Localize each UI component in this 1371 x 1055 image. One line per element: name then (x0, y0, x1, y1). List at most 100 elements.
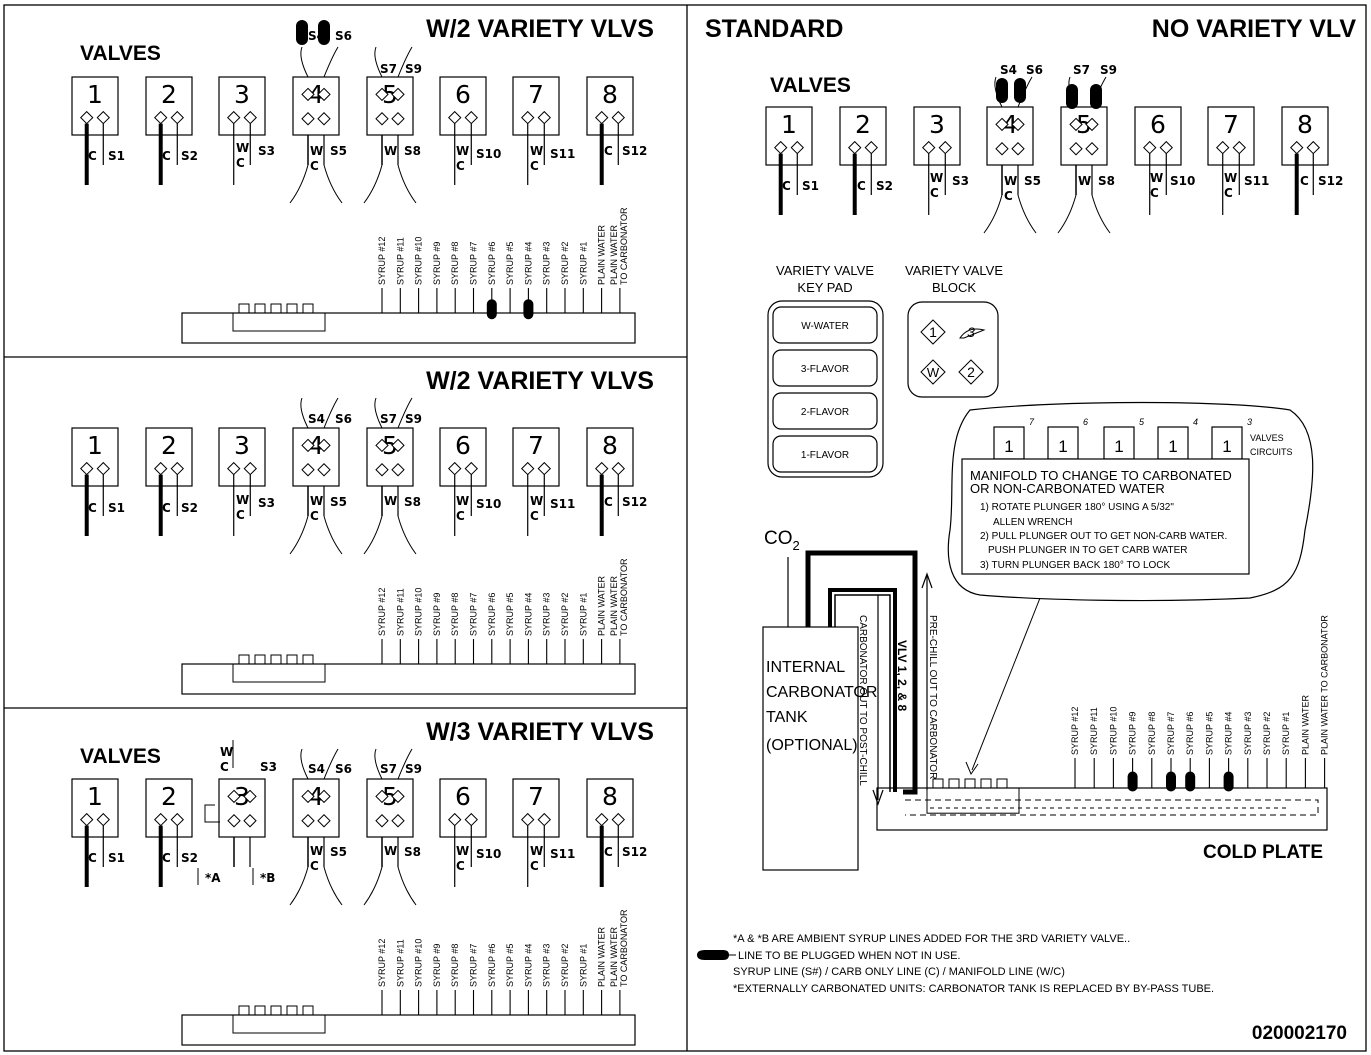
line-label-c: C (604, 495, 613, 509)
right-title-left: STANDARD (705, 15, 843, 43)
line-label-s9: S9 (405, 62, 422, 76)
syrup-column-label: SYRUP #8 (450, 944, 460, 987)
note-2: LINE TO BE PLUGGED WHEN NOT IN USE. (738, 950, 961, 962)
line-label-c: C (162, 851, 171, 865)
syrup-column-label: PLAIN WATER (1300, 694, 1310, 755)
syrup-column-label: SYRUP #9 (1128, 712, 1138, 755)
syrup-column-label: SYRUP #9 (432, 593, 442, 636)
carbonator-section: CO2 INTERNAL CARBONATOR TANK (OPTIONAL) … (762, 528, 938, 871)
line-label-s10: S10 (476, 847, 501, 861)
syrup-column-label: SYRUP #10 (414, 588, 424, 636)
line-label-c: C (236, 508, 245, 522)
diagram-extras (197, 20, 1319, 906)
syrup-column-label: SYRUP #8 (450, 242, 460, 285)
syrup-column-label: PLAIN WATER (597, 224, 607, 285)
line-label-w: W (236, 493, 249, 507)
manifold-cell-1: 1 (1058, 437, 1067, 456)
line-label-s9: S9 (1100, 63, 1117, 77)
line-label-c: C (604, 845, 613, 859)
valve-number-1: 1 (87, 80, 103, 109)
line-label-s1: S1 (108, 501, 125, 515)
line-label-s2: S2 (181, 149, 198, 163)
panel3-title: W/3 VARIETY VLVS (426, 718, 654, 746)
line-label-s6: S6 (335, 762, 352, 776)
vlv-label: VLV 1, 2, & 8 (895, 640, 909, 711)
right-title-right: NO VARIETY VLV (1152, 15, 1357, 43)
line-label-s6: S6 (1026, 63, 1043, 77)
line-label-s12: S12 (622, 495, 647, 509)
valve-number-7: 7 (528, 782, 544, 811)
syrup-column-label: PLAIN WATER (609, 575, 619, 636)
valve-5: 5 (366, 778, 414, 867)
line-label-s7: S7 (380, 62, 397, 76)
block-symbol-w: W (927, 365, 940, 380)
syrup-column-label: SYRUP #12 (377, 588, 387, 636)
valve-number-3: 3 (234, 431, 250, 460)
line-label-w: W (310, 144, 323, 158)
line-label-s3: S3 (260, 760, 277, 774)
valve-7: 7 (512, 427, 560, 536)
syrup-column-label: SYRUP #8 (1147, 712, 1157, 755)
tank-label-4: (OPTIONAL) (766, 737, 858, 754)
syrup-column-label: SYRUP #9 (432, 242, 442, 285)
line-label-c: C (782, 179, 791, 193)
keypad-button-3-flavor: 3-FLAVOR (801, 364, 849, 375)
line-label-w: W (456, 144, 469, 158)
tank-label-3: TANK (766, 709, 808, 726)
line-label-w: W (1078, 174, 1091, 188)
syrup-column-label: SYRUP #1 (1281, 712, 1291, 755)
line-label-s9: S9 (405, 762, 422, 776)
syrup-column-label: SYRUP #2 (560, 944, 570, 987)
syrup-column-label: SYRUP #6 (487, 593, 497, 636)
note-1: *A & *B ARE AMBIENT SYRUP LINES ADDED FO… (733, 933, 1130, 945)
line-label-w: W (384, 144, 397, 158)
valve-number-2: 2 (161, 431, 177, 460)
syrup-column-label: SYRUP #11 (395, 588, 405, 636)
syrup-column-label: SYRUP #4 (1224, 712, 1234, 755)
manifold-step-2: 2) PULL PLUNGER OUT TO GET NON-CARB WATE… (980, 531, 1227, 542)
line-label-s3: S3 (258, 144, 275, 158)
line-label-s2: S2 (876, 179, 893, 193)
line-label-w: W (930, 171, 943, 185)
line-label-w: W (530, 844, 543, 858)
block-symbol-2: 2 (967, 364, 975, 380)
panel-frames (3, 4, 1367, 1052)
keypad-button-water: W-WATER (801, 321, 849, 332)
line-label-c: C (88, 851, 97, 865)
line-label-s2: S2 (181, 501, 198, 515)
line-label-s9: S9 (405, 412, 422, 426)
line-label-c: C (456, 859, 465, 873)
syrup-column-label: SYRUP #1 (578, 593, 588, 636)
valve-3: 3 (218, 427, 266, 536)
valve-8: 8 (586, 76, 634, 185)
manifold-cell-1: 1 (1222, 437, 1231, 456)
valve-5: 5 (1060, 106, 1108, 195)
valve-3: 3 (218, 778, 266, 867)
line-label-s2: S2 (181, 851, 198, 865)
syrup-column-label: SYRUP #3 (1243, 712, 1253, 755)
valve-number-6: 6 (455, 431, 471, 460)
valve-number-5: 5 (382, 431, 398, 460)
valve-number-5: 5 (382, 80, 398, 109)
line-label-s1: S1 (108, 149, 125, 163)
line-label-c: C (310, 159, 319, 173)
line-label-s7: S7 (380, 762, 397, 776)
valve-1: 1 (71, 778, 119, 887)
syrup-column-label: SYRUP #3 (542, 944, 552, 987)
line-label-s6: S6 (335, 29, 352, 43)
tank-label-2: CARBONATOR (766, 684, 877, 701)
syrup-column-label: SYRUP #2 (1262, 712, 1272, 755)
valve-number-5: 5 (382, 782, 398, 811)
manifold-step-1b: ALLEN WRENCH (993, 517, 1072, 528)
syrup-column-label: SYRUP #5 (1204, 712, 1214, 755)
line-label-s1: S1 (802, 179, 819, 193)
syrup-column-label: SYRUP #2 (560, 593, 570, 636)
valve-3: 3 (913, 106, 961, 215)
line-label-w: W (236, 141, 249, 155)
line-label-s5: S5 (330, 144, 347, 158)
line-label-c: C (604, 144, 613, 158)
syrup-column-label: SYRUP #7 (469, 242, 479, 285)
valve-number-3: 3 (234, 782, 250, 811)
line-label-s11: S11 (550, 847, 575, 861)
line-label-c: C (530, 859, 539, 873)
